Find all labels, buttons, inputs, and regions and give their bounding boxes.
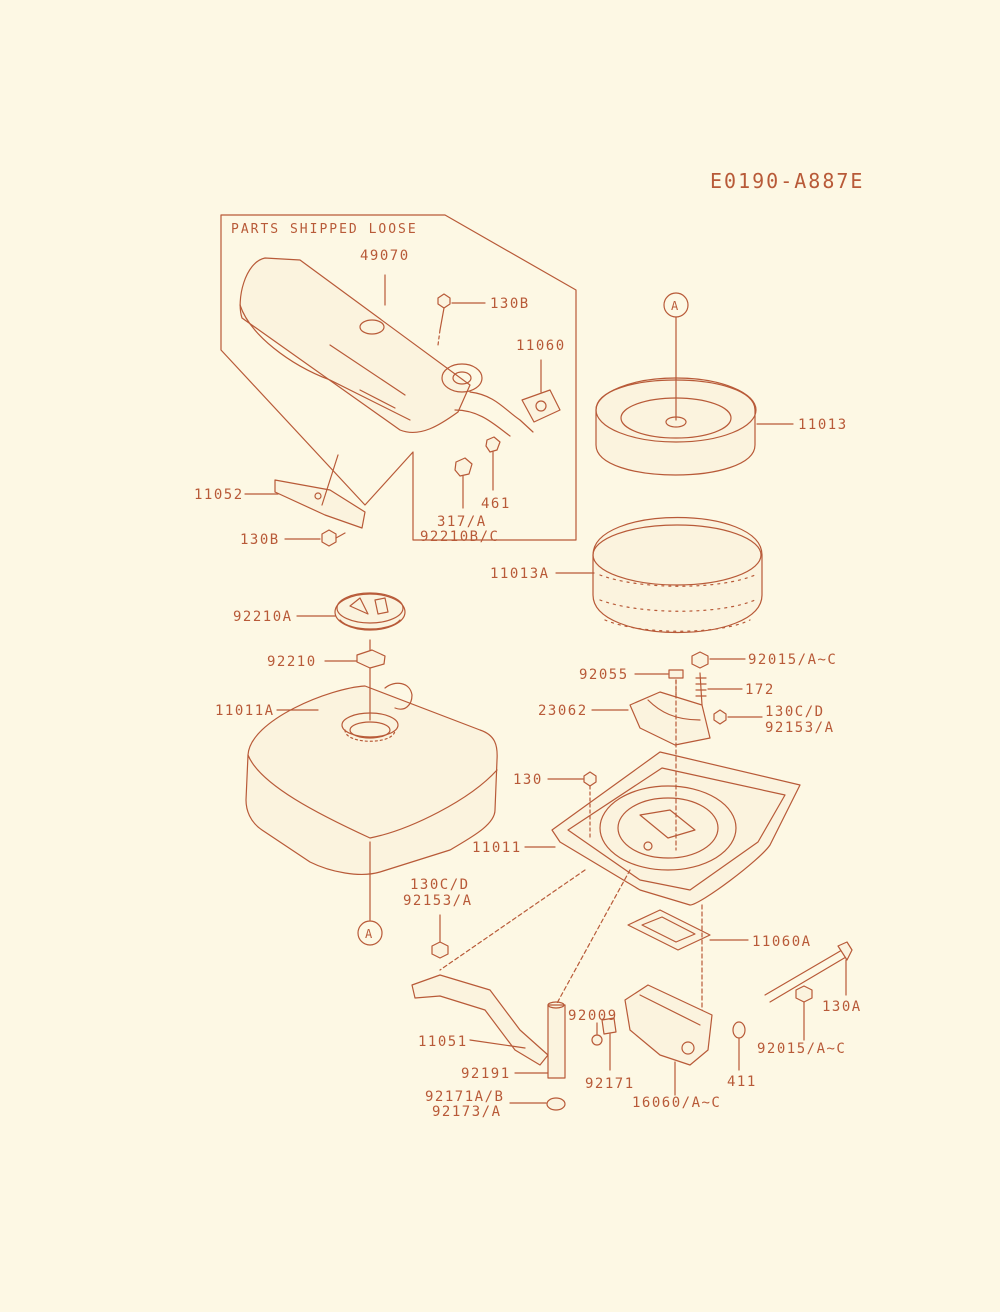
label-92171: 92171 xyxy=(585,1076,635,1092)
fuel-hose-92191 xyxy=(547,1001,566,1079)
bolt-130b-top xyxy=(437,293,451,346)
label-23062: 23062 xyxy=(538,703,588,719)
clamp-92171ab xyxy=(546,1097,566,1111)
label-92015ac-bottom: 92015/A~C xyxy=(757,1041,846,1057)
washer-92055 xyxy=(668,669,684,679)
washer-411 xyxy=(732,1021,746,1039)
label-130: 130 xyxy=(513,772,543,788)
label-11011a: 11011A xyxy=(215,703,275,719)
label-130b-top: 130B xyxy=(490,296,530,312)
label-92015ac-top: 92015/A~C xyxy=(748,652,837,668)
label-92055: 92055 xyxy=(579,667,629,683)
label-11060a: 11060A xyxy=(752,934,812,950)
shipped-loose-label: PARTS SHIPPED LOOSE xyxy=(231,222,418,237)
gasket-11060a xyxy=(627,909,711,951)
stud-172 xyxy=(695,672,707,706)
label-92173a: 92173/A xyxy=(432,1104,502,1120)
label-130b-bottom: 130B xyxy=(240,532,280,548)
ref-marker-a-bottom xyxy=(357,920,383,946)
bolt-130cd-left xyxy=(431,941,449,959)
label-130a: 130A xyxy=(822,999,862,1015)
fuel-cap-92210a xyxy=(334,592,406,631)
label-11052: 11052 xyxy=(194,487,244,503)
label-92191: 92191 xyxy=(461,1066,511,1082)
diagram-code: E0190-A887E xyxy=(710,169,864,193)
carburetor-adapter-16060ac xyxy=(624,984,713,1066)
label-461: 461 xyxy=(481,496,511,512)
label-130cd-left: 130C/D xyxy=(410,877,470,893)
fuel-filter-92210 xyxy=(356,639,386,669)
label-130cd-right: 130C/D xyxy=(765,704,825,720)
air-filter-element-11013a xyxy=(592,517,763,633)
label-92009: 92009 xyxy=(568,1008,618,1024)
bolt-130 xyxy=(583,771,597,841)
bolt-130cd-right xyxy=(713,709,727,725)
bracket-11051 xyxy=(411,974,549,1066)
fuel-tank-11011a xyxy=(245,682,498,875)
label-92171ab: 92171A/B xyxy=(425,1089,504,1105)
label-49070: 49070 xyxy=(360,248,410,264)
gasket-11060 xyxy=(521,389,561,423)
clip-92171 xyxy=(601,1017,617,1035)
label-92210a: 92210A xyxy=(233,609,293,625)
label-92153a-right: 92153/A xyxy=(765,720,835,736)
muffler-drawing xyxy=(239,257,534,437)
nut-317a xyxy=(454,457,473,477)
screw-92009 xyxy=(591,1034,603,1046)
label-92210bc: 92210B/C xyxy=(420,529,499,545)
label-16060ac: 16060/A~C xyxy=(632,1095,721,1111)
bolt-130b-bottom xyxy=(321,529,346,547)
label-11013: 11013 xyxy=(798,417,848,433)
nut-461 xyxy=(485,436,501,453)
label-11011: 11011 xyxy=(472,840,522,856)
label-92153a-left: 92153/A xyxy=(403,893,473,909)
ref-marker-a-bottom-label: A xyxy=(365,927,374,941)
bolt-130a xyxy=(764,941,853,1003)
label-11051: 11051 xyxy=(418,1034,468,1050)
label-172: 172 xyxy=(745,682,775,698)
label-92210: 92210 xyxy=(267,654,317,670)
shipped-loose-frame xyxy=(220,214,577,541)
bracket-11052 xyxy=(274,479,366,529)
label-317a: 317/A xyxy=(437,514,487,530)
label-11060: 11060 xyxy=(516,338,566,354)
label-11013a: 11013A xyxy=(490,566,550,582)
breather-elbow-23062 xyxy=(629,691,711,746)
wing-nut-92015ac-top xyxy=(691,651,709,669)
ref-marker-a-top-label: A xyxy=(671,299,680,313)
nut-92015ac-bottom xyxy=(795,985,813,1003)
label-411: 411 xyxy=(727,1074,757,1090)
